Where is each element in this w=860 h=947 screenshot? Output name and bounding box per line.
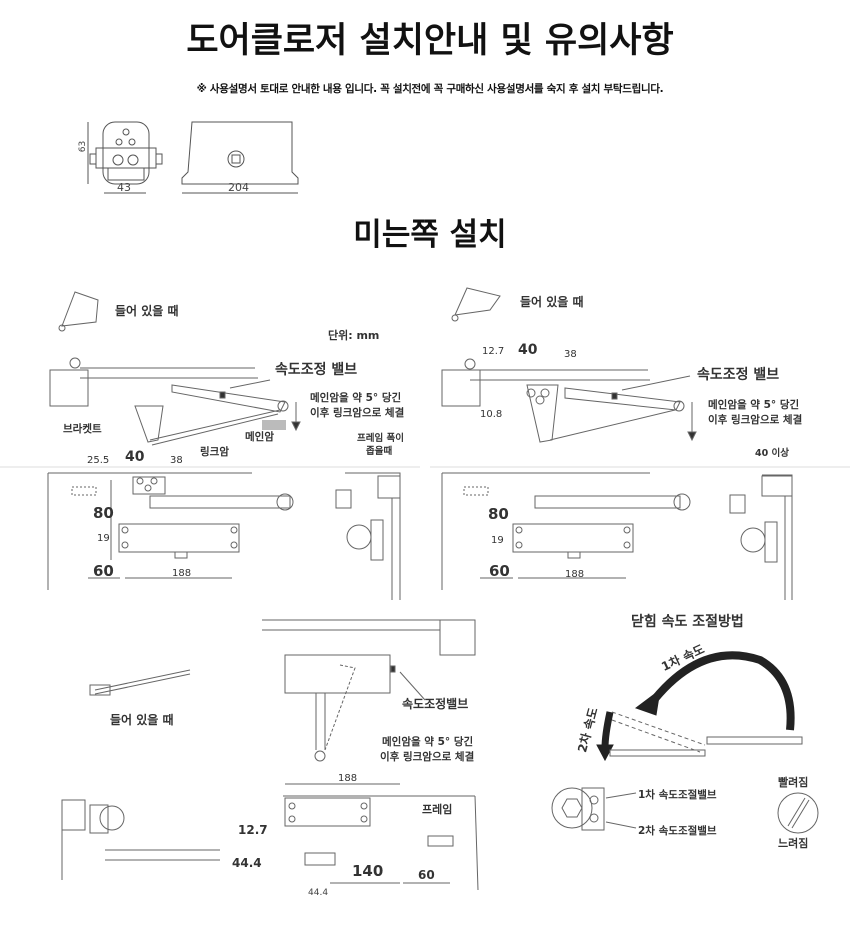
bracket-label: 브라켓트 [63,423,102,435]
dim-25-5: 25.5 [87,455,110,466]
closer-body-view [181,121,299,194]
main-arm-label: 메인암 [245,431,274,443]
dim-width-side: 43 [117,181,131,194]
dim-60: 60 [489,562,510,580]
dim-10-8: 10.8 [480,409,503,420]
dim-80: 80 [488,505,509,523]
panel2-recessed-label: 들어 있을 때 [520,295,584,309]
panel3-instruction-1: 메인암을 약 5° 당긴 [382,736,474,748]
panel1-recessed-label: 들어 있을 때 [115,304,179,318]
panel3-valve-label: 속도조정밸브 [402,697,469,711]
narrow-frame-label-2: 좁을때 [366,446,393,457]
panel4-drawing [551,651,819,834]
dim-188: 188 [172,568,192,579]
panel3-recessed-label: 들어 있을 때 [110,713,174,727]
dim-12-7: 12.7 [238,823,268,837]
panel2-instruction-1: 메인암을 약 5° 당긴 [708,399,800,411]
dim-width-body: 204 [228,181,249,194]
link-arm-label: 링크암 [200,446,229,458]
dim-19: 19 [491,535,504,546]
dim-19: 19 [97,533,110,544]
panel1-valve-label: 속도조정 밸브 [275,362,358,378]
notice-text: ※ 사용설명서 토대로 안내한 내용 입니다. 꼭 설치전에 꼭 구매하신 사용… [196,83,664,95]
panel3-drawing [61,619,479,891]
panel2-valve-label: 속도조정 밸브 [697,367,780,383]
frame-label: 프레임 [422,803,453,816]
closer-side-view [87,121,163,194]
panel1-instruction-1: 메인암을 약 5° 당긴 [310,392,402,404]
closing-speed-title: 닫힘 속도 조절방법 [631,614,744,630]
slower-label: 느려짐 [778,837,809,850]
narrow-frame-label-1: 프레임 폭이 [357,433,405,444]
dim-38: 38 [564,349,577,360]
dim-60: 60 [418,868,435,882]
dim-40: 40 [125,449,145,465]
panel2-drawing [430,287,850,600]
dim-38: 38 [170,455,183,466]
panel1-drawing [0,291,420,600]
dim-188: 188 [338,773,358,784]
dim-40: 40 [518,342,538,358]
panel3-instruction-2: 이후 링크암으로 체결 [380,751,475,763]
min-40-label: 40 이상 [755,448,790,459]
dim-80: 80 [93,504,114,522]
page-title: 도어클로저 설치안내 및 유의사항 [186,21,674,61]
dim-60: 60 [93,562,114,580]
dim-140: 140 [352,862,384,880]
dim-12-7: 12.7 [482,346,505,357]
valve1-label: 1차 속도조절밸브 [638,789,717,801]
dim-44-4-small: 44.4 [308,888,329,898]
unit-label: 단위: mm [328,329,380,342]
dim-188: 188 [565,569,585,580]
dim-44-4: 44.4 [232,856,262,870]
valve2-label: 2차 속도조절밸브 [638,825,717,837]
panel1-instruction-2: 이후 링크암으로 체결 [310,407,405,419]
panel2-instruction-2: 이후 링크암으로 체결 [708,414,803,426]
section-title: 미는쪽 설치 [353,217,507,253]
faster-label: 빨려짐 [778,776,809,789]
